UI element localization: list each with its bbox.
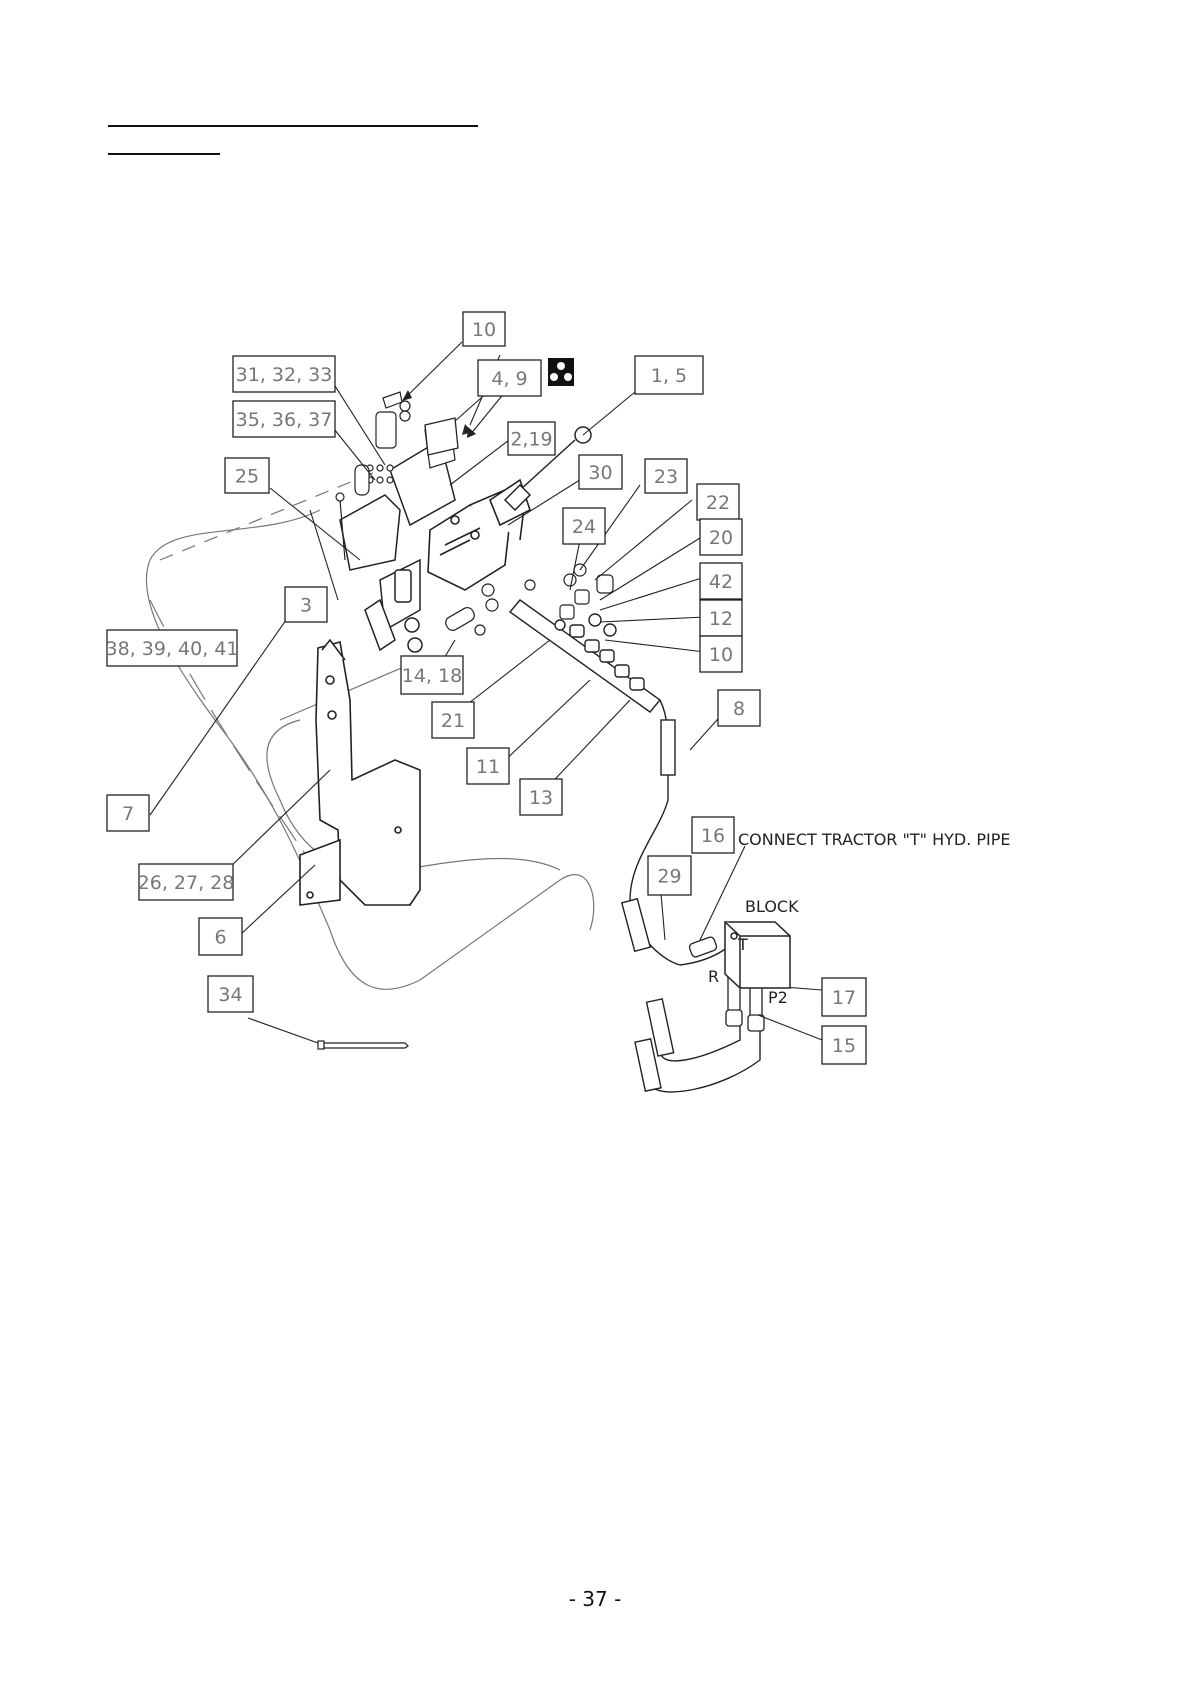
callout-label: 10 bbox=[472, 319, 496, 341]
callout-4: 4, 9 bbox=[478, 360, 541, 396]
hoses bbox=[622, 700, 760, 1092]
callout-label: 4, 9 bbox=[491, 368, 527, 390]
callout-11: 11 bbox=[467, 748, 509, 784]
callout-3: 3 bbox=[285, 587, 327, 622]
callout-16: 16 bbox=[692, 817, 734, 853]
callout-label: 17 bbox=[832, 987, 856, 1009]
callout-label: 13 bbox=[529, 787, 553, 809]
callout-10-mid: 10 bbox=[700, 636, 742, 672]
callout-23: 23 bbox=[645, 459, 687, 493]
callout-2: 2,19 bbox=[508, 422, 555, 455]
callout-8: 8 bbox=[718, 690, 760, 726]
callout-21: 21 bbox=[432, 702, 474, 738]
callout-17: 17 bbox=[822, 978, 866, 1016]
hydraulic-symbol-icon bbox=[548, 358, 574, 386]
callout-label: 10 bbox=[709, 644, 733, 666]
callout-label: 30 bbox=[588, 462, 612, 484]
callout-label: 16 bbox=[701, 825, 725, 847]
callout-label: 29 bbox=[657, 866, 681, 888]
callout-label: 1, 5 bbox=[651, 365, 687, 387]
callout-30: 30 bbox=[579, 455, 622, 489]
hydraulic-block bbox=[725, 922, 790, 988]
callout-6: 6 bbox=[199, 918, 242, 955]
callout-1: 1, 5 bbox=[635, 356, 703, 394]
callout-35: 35, 36, 37 bbox=[233, 401, 335, 437]
callout-7: 7 bbox=[107, 795, 149, 831]
callout-label: 11 bbox=[476, 756, 500, 778]
callout-label: 25 bbox=[235, 466, 259, 488]
callout-label: 15 bbox=[832, 1035, 856, 1057]
callout-label: 12 bbox=[709, 608, 733, 630]
port-p2-label: P2 bbox=[768, 988, 788, 1007]
callout-15: 15 bbox=[822, 1026, 866, 1064]
callout-label: 21 bbox=[441, 710, 465, 732]
port-t-label: T bbox=[737, 935, 748, 954]
callout-label: 35, 36, 37 bbox=[236, 409, 333, 431]
callout-label: 38, 39, 40, 41 bbox=[106, 638, 239, 660]
callout-12: 12 bbox=[700, 600, 742, 636]
callout-label: 6 bbox=[214, 927, 226, 949]
callout-label: 34 bbox=[218, 984, 242, 1006]
callout-label: 3 bbox=[300, 595, 312, 617]
callout-31: 31, 32, 33 bbox=[233, 356, 335, 392]
block-label: BLOCK bbox=[745, 897, 799, 916]
manifold bbox=[510, 600, 660, 712]
callout-label: 8 bbox=[733, 698, 745, 720]
callout-24: 24 bbox=[563, 508, 605, 544]
callout-26: 26, 27, 28 bbox=[138, 864, 235, 900]
callout-29: 29 bbox=[648, 856, 691, 895]
port-r-label: R bbox=[708, 967, 719, 986]
callout-42: 42 bbox=[700, 563, 742, 599]
callout-20: 20 bbox=[700, 519, 742, 555]
callout-label: 14, 18 bbox=[402, 665, 462, 687]
callout-label: 31, 32, 33 bbox=[236, 364, 333, 386]
callout-label: 26, 27, 28 bbox=[138, 872, 235, 894]
callout-label: 24 bbox=[572, 516, 596, 538]
connect-note: CONNECT TRACTOR "T" HYD. PIPE bbox=[738, 830, 1011, 849]
decal-plate bbox=[425, 418, 458, 455]
callout-label: 2,19 bbox=[510, 429, 552, 451]
callout-25: 25 bbox=[225, 458, 269, 493]
callout-label: 7 bbox=[122, 803, 134, 825]
callout-label: 22 bbox=[706, 492, 730, 514]
cable-tie bbox=[318, 1041, 408, 1049]
callout-14: 14, 18 bbox=[401, 656, 463, 694]
callout-label: 42 bbox=[709, 571, 733, 593]
callout-34: 34 bbox=[208, 976, 253, 1012]
callout-label: 20 bbox=[709, 527, 733, 549]
callout-label: 23 bbox=[654, 466, 678, 488]
callout-13: 13 bbox=[520, 779, 562, 815]
page-number: - 37 - bbox=[0, 1587, 1190, 1611]
callout-22: 22 bbox=[697, 484, 739, 520]
callout-10-top: 10 bbox=[463, 312, 505, 346]
callout-38: 38, 39, 40, 41 bbox=[106, 630, 239, 666]
